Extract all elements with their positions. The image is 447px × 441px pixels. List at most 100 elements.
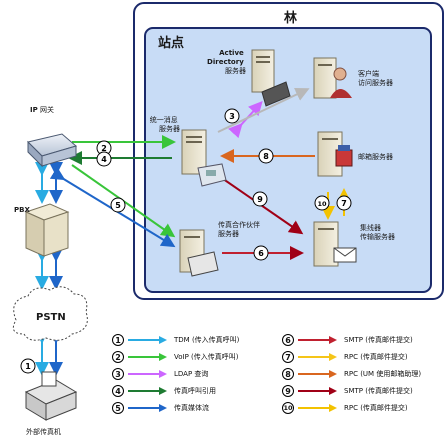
legend-text: 传真呼叫引用: [174, 386, 216, 396]
pbx-icon: [24, 203, 70, 257]
legend-arrow-icon: [298, 353, 337, 361]
legend-number: 8: [282, 368, 294, 380]
legend-number: 7: [282, 351, 294, 363]
client-access-server-icon: [313, 57, 352, 99]
legend-text: RPC (传真邮件提交): [344, 403, 408, 413]
legend-protocol: RPC: [344, 370, 361, 378]
legend-description: (传真邮件提交): [360, 353, 408, 361]
um-server-label: 统一消息 服务器: [150, 115, 180, 133]
legend-item: 8 RPC (UM 使用邮箱助理): [282, 368, 421, 380]
legend-item: 6 SMTP (传真邮件提交): [282, 334, 413, 346]
legend-text: 传真媒体流: [174, 403, 209, 413]
legend-text: RPC (传真邮件提交): [344, 352, 408, 362]
legend-item: 3 LDAP 查询: [112, 368, 208, 380]
marker-9: 9: [252, 191, 268, 207]
legend-item: 9 SMTP (传真邮件提交): [282, 385, 413, 397]
fax-partner-server-icon: [179, 229, 219, 277]
legend-protocol: SMTP: [344, 387, 366, 395]
legend-text: TDM (传入传真呼叫): [174, 335, 239, 345]
legend-number: 9: [282, 385, 294, 397]
legend-text: RPC (UM 使用邮箱助理): [344, 369, 421, 379]
svg-text:6: 6: [258, 249, 264, 258]
svg-text:4: 4: [101, 155, 107, 164]
legend-number: 5: [112, 402, 124, 414]
marker-3: 3: [224, 108, 240, 124]
legend-protocol: VoIP: [174, 353, 192, 361]
um-server-icon: [181, 129, 227, 187]
legend-text: SMTP (传真邮件提交): [344, 386, 413, 396]
marker-2: 2: [96, 140, 112, 156]
hub-transport-label: 集线器 传输服务器: [360, 223, 395, 241]
legend-number: 10: [282, 402, 294, 414]
legend-arrow-icon: [298, 370, 337, 378]
active-directory-server-icon: [251, 49, 291, 107]
external-fax-machine-icon: [24, 371, 78, 421]
marker-7: 7: [336, 195, 352, 211]
legend-number: 4: [112, 385, 124, 397]
legend-arrow-icon: [128, 404, 167, 412]
svg-text:8: 8: [263, 152, 269, 161]
svg-text:1: 1: [25, 362, 31, 371]
legend-number: 6: [282, 334, 294, 346]
legend-protocol: RPC: [344, 404, 361, 412]
marker-10: 10: [314, 195, 330, 211]
legend-description: 传真呼叫引用: [174, 387, 216, 395]
pstn-cloud-icon: [12, 286, 88, 341]
legend-protocol: TDM: [174, 336, 192, 344]
legend-description: (传真邮件提交): [360, 404, 408, 412]
pbx-label: PBX: [14, 206, 30, 214]
legend-text: VoIP (传入传真呼叫): [174, 352, 239, 362]
legend-protocol: RPC: [344, 353, 361, 361]
mailbox-label: 邮箱服务器: [358, 152, 393, 161]
svg-text:9: 9: [257, 195, 263, 204]
legend-arrow-icon: [128, 336, 167, 344]
legend-arrow-icon: [298, 404, 337, 412]
legend-item: 2 VoIP (传入传真呼叫): [112, 351, 239, 363]
legend-description: 传真媒体流: [174, 404, 209, 412]
legend-item: 1 TDM (传入传真呼叫): [112, 334, 239, 346]
legend-arrow-icon: [298, 336, 337, 344]
client-access-label: 客户端 访问服务器: [358, 69, 393, 87]
marker-4: 4: [96, 151, 112, 167]
flow-um-cas: [217, 87, 310, 133]
fax-partner-label: 传真合作伙伴 服务器: [218, 220, 262, 238]
legend-item: 4 传真呼叫引用: [112, 385, 216, 397]
active-directory-label: Active Directory 服务器: [207, 49, 246, 75]
flow-markers: 1 2 3 4 5 6 7 8 9 10: [20, 108, 352, 374]
legend-description: (传真邮件提交): [365, 387, 413, 395]
legend-arrow-icon: [128, 353, 167, 361]
svg-text:2: 2: [101, 144, 107, 153]
legend-item: 10 RPC (传真邮件提交): [282, 402, 408, 414]
pstn-label: PSTN: [36, 312, 66, 323]
site-box: [144, 27, 432, 293]
mailbox-server-icon: [317, 131, 353, 177]
forest-label: 林: [284, 10, 297, 26]
legend-description: (UM 使用邮箱助理): [360, 370, 422, 378]
legend-protocol: LDAP: [174, 370, 195, 378]
ip-gateway-label: IP 网关: [30, 105, 54, 114]
legend-protocol: SMTP: [344, 336, 366, 344]
svg-text:3: 3: [229, 112, 235, 121]
external-fax-label: 外部传真机: [26, 427, 61, 436]
svg-text:10: 10: [317, 200, 327, 208]
marker-6: 6: [253, 245, 269, 261]
legend-text: SMTP (传真邮件提交): [344, 335, 413, 345]
legend-description: 查询: [194, 370, 209, 378]
marker-5: 5: [110, 197, 126, 213]
site-label: 站点: [158, 35, 184, 51]
legend-number: 2: [112, 351, 124, 363]
legend-number: 3: [112, 368, 124, 380]
legend-item: 7 RPC (传真邮件提交): [282, 351, 408, 363]
legend-number: 1: [112, 334, 124, 346]
legend-description: (传入传真呼叫): [191, 336, 240, 344]
legend-arrow-icon: [298, 387, 337, 395]
legend-description: (传入传真呼叫): [191, 353, 239, 361]
marker-8: 8: [258, 148, 274, 164]
legend-item: 5 传真媒体流: [112, 402, 209, 414]
flow-ldap: [228, 101, 263, 139]
legend-arrow-icon: [128, 387, 167, 395]
ip-gateway-icon: [27, 133, 78, 168]
legend-arrow-icon: [128, 370, 167, 378]
hub-transport-server-icon: [313, 221, 357, 267]
